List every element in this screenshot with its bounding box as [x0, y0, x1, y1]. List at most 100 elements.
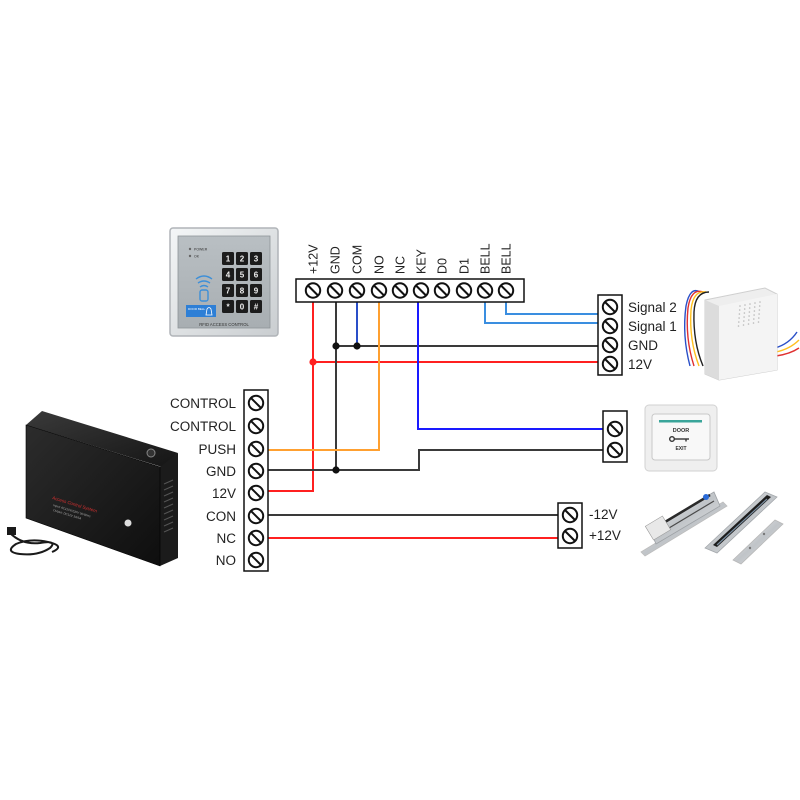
junction-dot-com [353, 342, 361, 350]
power-supply-terminal-block: CONTROL CONTROL PUSH GND 12V CON NC NO [170, 389, 269, 572]
magnetic-lock-device [704, 491, 784, 565]
terminal-screw-psu-con [247, 507, 265, 525]
power-supply-terminal-label: CON [206, 509, 236, 524]
doorbell-device [683, 287, 800, 381]
keypad-key-label: # [254, 303, 259, 312]
terminal-screw-12v [304, 282, 322, 299]
controller-terminal-label: COM [351, 245, 365, 274]
keypad-key [250, 284, 262, 297]
keypad-key [236, 268, 248, 281]
indicator-power-label: POWER [194, 248, 208, 252]
junction-dot-gnd [332, 342, 340, 350]
controller-terminal-label: KEY [415, 248, 429, 274]
keypad-key-label: 3 [254, 255, 259, 264]
power-supply-terminal-label: PUSH [198, 442, 236, 457]
doorbell-terminal-label: GND [628, 338, 658, 353]
power-supply-lock-icon [124, 519, 132, 527]
controller-terminal-block: +12V GND COM NO NC KEY D0 D1 BELL BELL [295, 243, 525, 303]
keypad-key [222, 252, 234, 265]
wires [268, 302, 603, 539]
keypad-key [222, 284, 234, 297]
exit-button-terminal-block [602, 410, 628, 463]
terminal-screw-bell-signal2 [601, 298, 619, 316]
power-supply-terminal-label: NC [217, 531, 237, 546]
controller-terminal-label: BELL [479, 243, 493, 274]
terminal-screw-nc [391, 282, 409, 299]
terminal-screw-d0 [433, 282, 451, 299]
power-supply-terminal-label: CONTROL [170, 396, 236, 411]
terminal-screw-gnd [326, 282, 344, 299]
keypad-key [222, 268, 234, 281]
wire-bell-to-signal2 [505, 302, 598, 315]
terminal-screw-bell-gnd [601, 336, 619, 354]
power-supply-terminal-label: NO [216, 553, 236, 568]
terminal-screw-bell [497, 282, 515, 299]
keypad-key-label: 4 [226, 271, 231, 280]
doorbell-key-label: DOOR BELL [188, 307, 206, 311]
terminal-screw-psu-nc [247, 529, 265, 547]
doorbell-terminal-label: 12V [628, 357, 652, 372]
controller-terminal-label: GND [329, 246, 343, 274]
lock-terminal-block: -12V +12V [557, 502, 621, 549]
exit-button-door-label: DOOR [673, 428, 690, 434]
terminal-screw-com [348, 282, 366, 299]
keypad-brand-label: RFID ACCESS CONTROL [199, 322, 249, 327]
keypad-key-label: 6 [254, 271, 259, 280]
keypad-key-label: 7 [226, 287, 231, 296]
keypad-key-label: * [226, 303, 230, 312]
terminal-screw-psu-no [247, 551, 265, 569]
keypad-key [236, 284, 248, 297]
controller-terminal-label: BELL [500, 243, 514, 274]
exit-button-device: DOOR EXIT [644, 404, 718, 472]
terminal-screw-bell-12v [601, 355, 619, 373]
wire-no-to-push [268, 302, 380, 451]
keypad-key-label: 8 [240, 287, 245, 296]
rfid-waves-icon [195, 275, 213, 302]
keypad-key-label: 1 [226, 255, 231, 264]
terminal-screw-psu-control [247, 417, 265, 435]
terminal-screw-d1 [455, 282, 473, 299]
terminal-screw-no [370, 282, 388, 299]
terminal-screw-psu-push [247, 440, 265, 458]
terminal-screw-key [412, 282, 430, 299]
indicator-ok-label: OK [194, 255, 200, 259]
junction-dot-psu-gnd [332, 466, 340, 474]
controller-terminal-label: D0 [436, 258, 450, 274]
terminal-screw-bell [476, 282, 494, 299]
terminal-screw-psu-gnd [247, 462, 265, 480]
lock-terminal-pos-label: +12V [589, 528, 621, 543]
doorbell-terminal-label: Signal 1 [628, 319, 677, 334]
keypad-key [236, 252, 248, 265]
doorbell-terminal-block: Signal 2 Signal 1 GND 12V [597, 294, 677, 376]
terminal-screw-bell-signal1 [601, 317, 619, 335]
wire-gnd-to-exit-button [336, 449, 603, 471]
controller-terminal-label: NO [373, 255, 387, 274]
junction-dot-12v [309, 358, 317, 366]
power-supply-terminal-label: CONTROL [170, 419, 236, 434]
power-cord [7, 527, 59, 556]
wire-bell-to-signal1 [484, 302, 598, 324]
keypad-key [222, 300, 234, 313]
power-supply-terminal-label: 12V [212, 486, 236, 501]
keypad-key [236, 300, 248, 313]
keypad-key [250, 300, 262, 313]
keypad-key-label: 2 [240, 255, 245, 264]
bolt-lock-device [640, 491, 728, 557]
controller-terminal-label: +12V [307, 244, 321, 274]
power-supply-box: Access Control System Input: AC110V/220V… [25, 411, 178, 567]
power-supply-terminal-label: GND [206, 464, 236, 479]
bell-icon [205, 307, 213, 316]
terminal-screw-psu-control [247, 394, 265, 412]
keypad-key [250, 268, 262, 281]
keypad-key-label: 5 [240, 271, 245, 280]
keypad-key-label: 9 [254, 287, 259, 296]
keypad-key-label: 0 [240, 303, 245, 312]
keypad-key [250, 252, 262, 265]
controller-terminal-label: D1 [458, 258, 472, 274]
key-icon [669, 436, 689, 443]
exit-button-exit-label: EXIT [675, 446, 686, 452]
controller-terminal-label: NC [394, 256, 408, 274]
doorbell-terminal-label: Signal 2 [628, 300, 677, 315]
